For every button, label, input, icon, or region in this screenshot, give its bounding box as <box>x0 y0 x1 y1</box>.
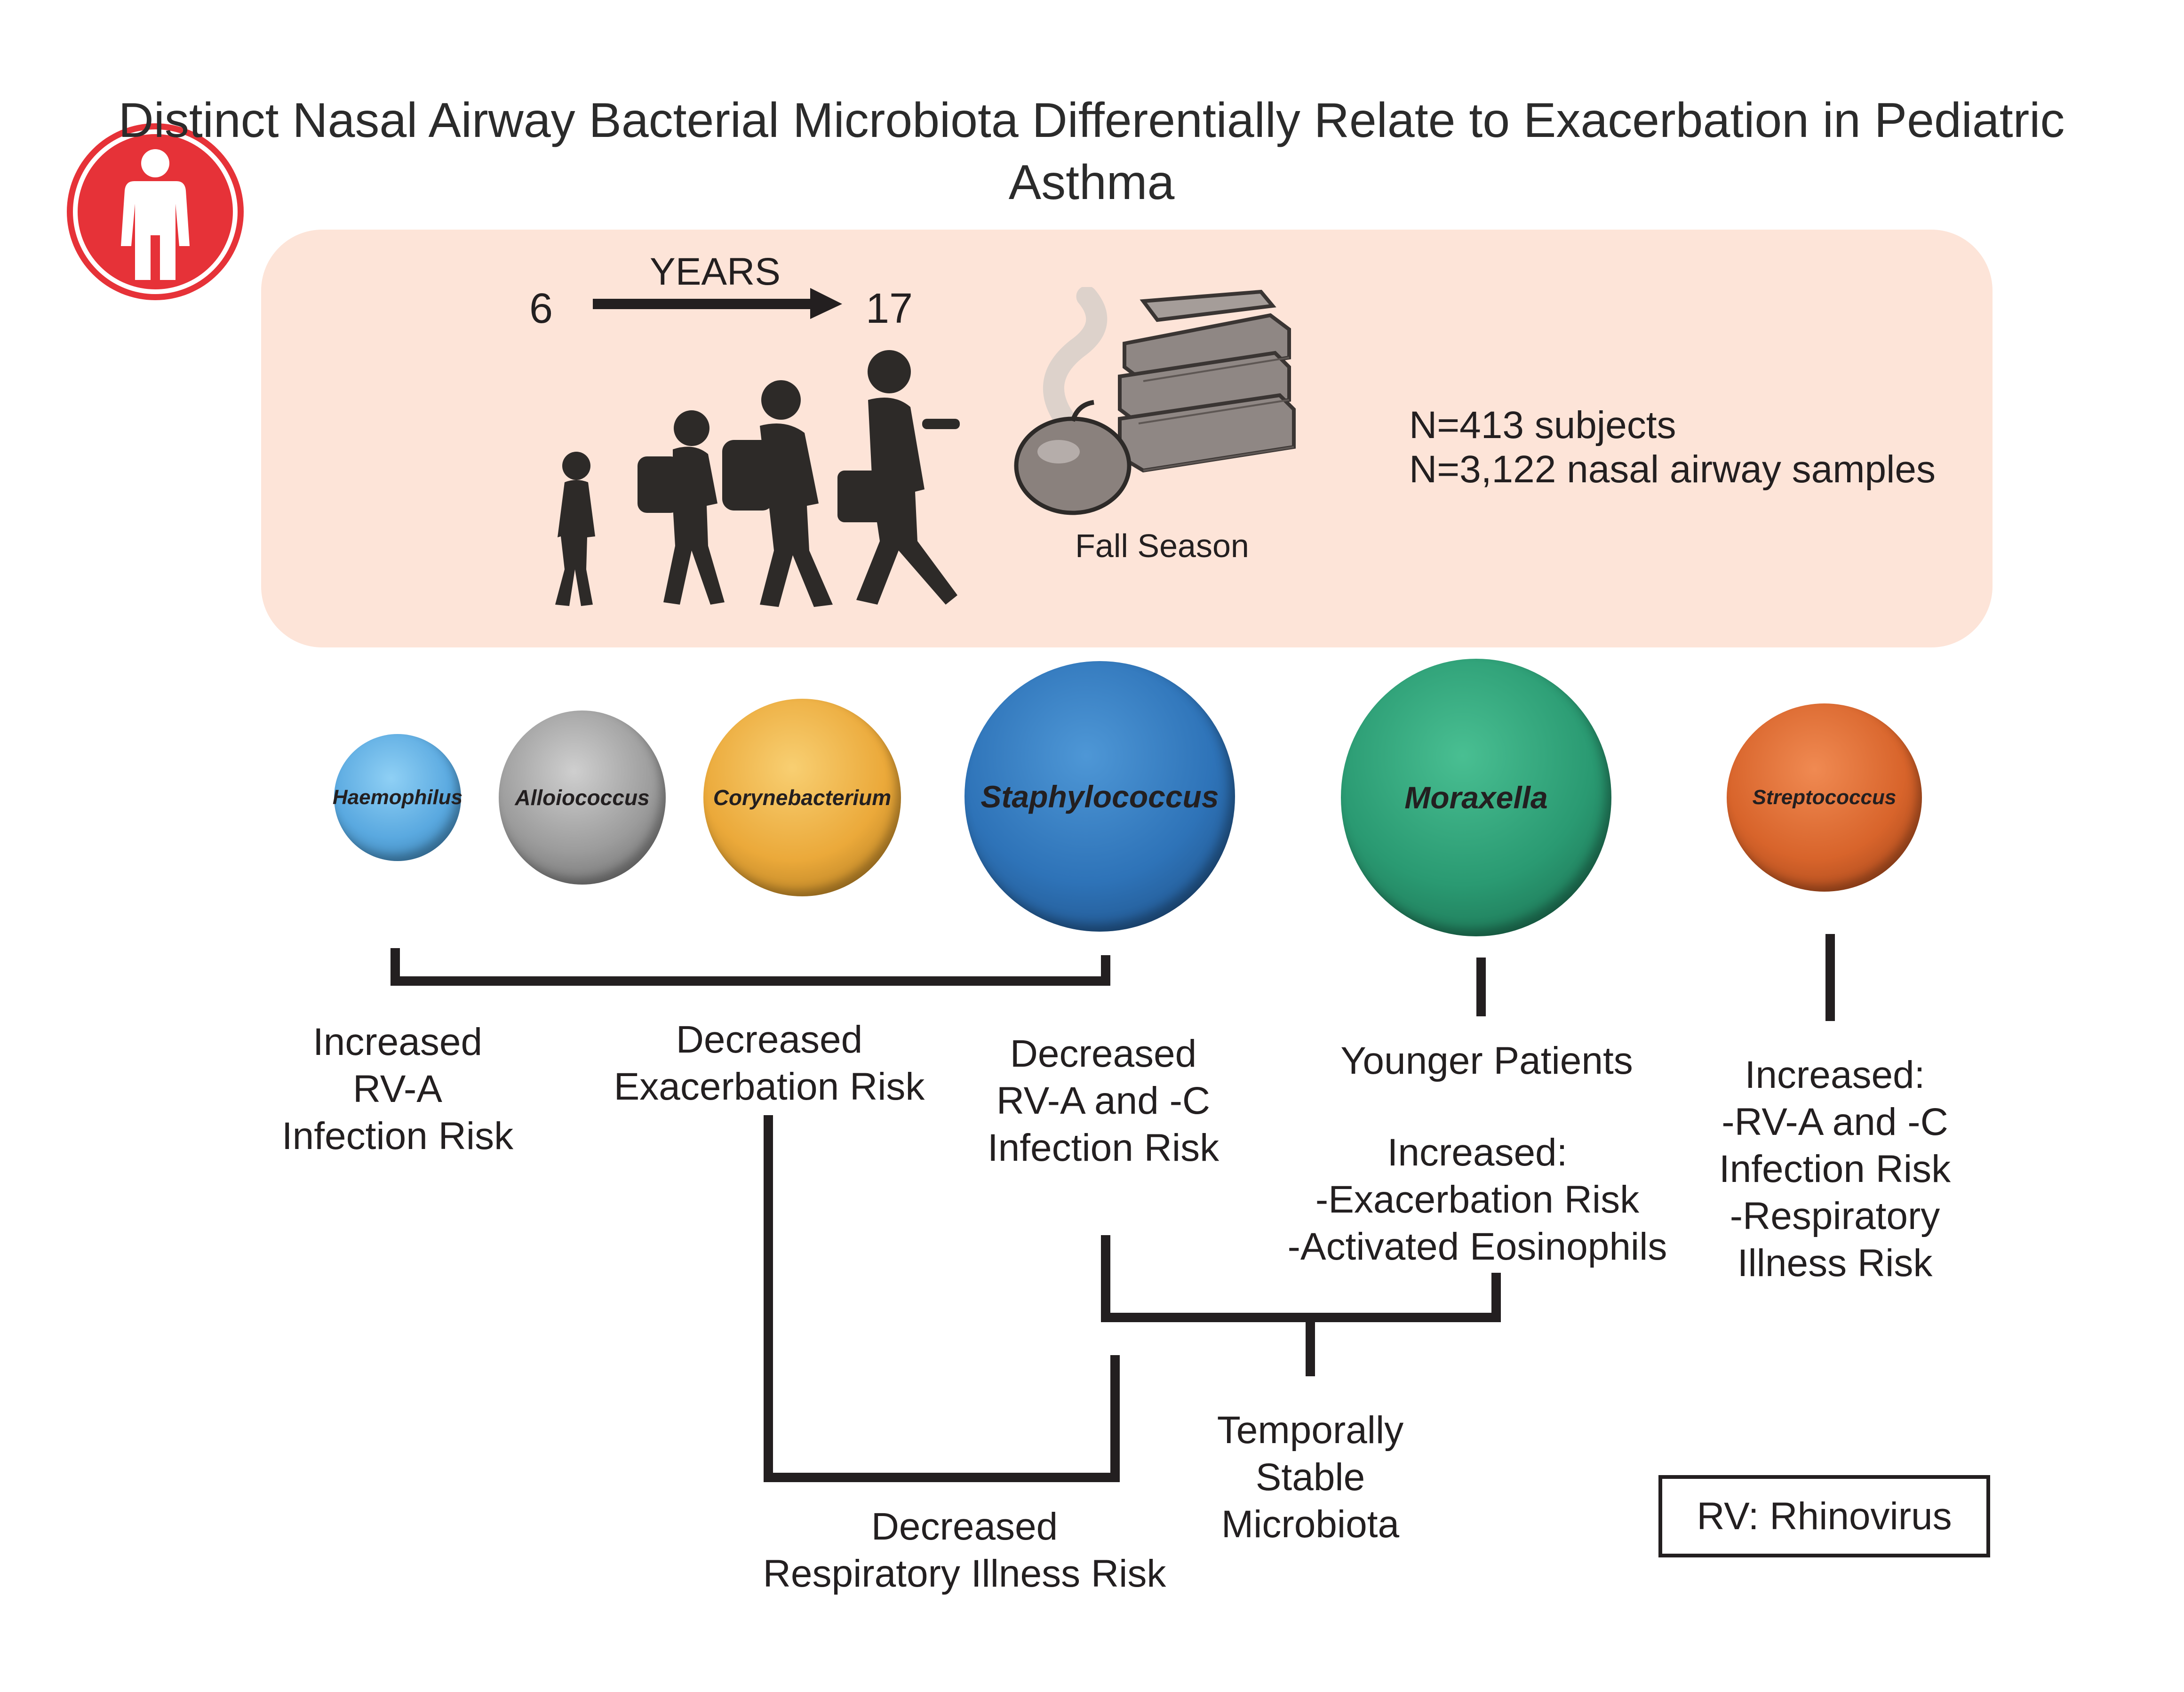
outcome-decreased-respiratory: Decreased Respiratory Illness Risk <box>763 1505 1166 1595</box>
samples-count: N=3,122 nasal airway samples <box>1409 448 1936 491</box>
label-corynebacterium: Corynebacterium <box>713 785 892 810</box>
outcome-moraxella-increased: Increased: -Exacerbation Risk -Activated… <box>1287 1131 1667 1268</box>
bubble-moraxella: Moraxella <box>1341 659 1611 936</box>
legend-text: RV: Rhinovirus <box>1697 1494 1952 1538</box>
subjects-count: N=413 subjects <box>1409 404 1676 447</box>
diagram-title: Distinct Nasal Airway Bacterial Microbio… <box>118 93 2065 210</box>
bubble-corynebacterium: Corynebacterium <box>703 699 901 896</box>
bubble-staphylococcus: Staphylococcus <box>964 661 1235 932</box>
bubble-haemophilus: Haemophilus <box>332 734 463 861</box>
years-label: YEARS <box>650 250 781 293</box>
bracket-respiratory <box>764 1115 1120 1482</box>
person-icon <box>67 123 244 300</box>
label-moraxella: Moraxella <box>1404 780 1548 815</box>
bubble-alloiococcus: Alloiococcus <box>499 710 666 885</box>
outcome-streptococcus-increased: Increased: -RV-A and -C Infection Risk -… <box>1719 1054 1951 1285</box>
bubble-streptococcus: Streptococcus <box>1727 703 1922 892</box>
bracket-temporal <box>1101 1235 1501 1322</box>
age-start: 6 <box>529 285 553 332</box>
season-label: Fall Season <box>1075 527 1249 564</box>
age-end: 17 <box>865 285 913 332</box>
outcome-decreased-rv-infection: Decreased RV-A and -C Infection Risk <box>987 1032 1220 1169</box>
label-staphylococcus: Staphylococcus <box>980 779 1219 814</box>
label-alloiococcus: Alloiococcus <box>515 785 650 810</box>
outcome-temporally-stable: Temporally Stable Microbiota <box>1217 1409 1404 1546</box>
outcome-increased-rva: Increased RV-A Infection Risk <box>281 1021 514 1157</box>
outcome-decreased-exacerbation: Decreased Exacerbation Risk <box>614 1018 925 1108</box>
children-silhouettes-icon <box>555 350 960 607</box>
bracket-left-group <box>391 948 1110 986</box>
timeline-arrow <box>593 288 842 319</box>
legend-box: RV: Rhinovirus <box>1658 1475 1990 1557</box>
books-apple-icon <box>1014 287 1296 515</box>
label-haemophilus: Haemophilus <box>332 786 463 809</box>
outcome-younger-patients: Younger Patients <box>1340 1039 1633 1082</box>
label-streptococcus: Streptococcus <box>1752 786 1897 809</box>
